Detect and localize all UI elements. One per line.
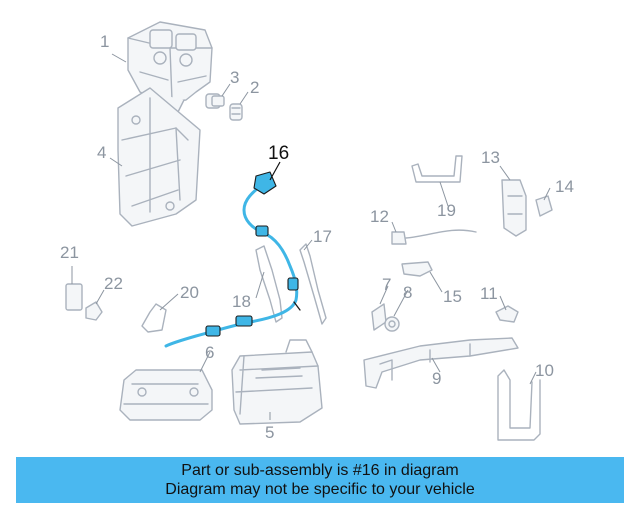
callout-7: 7 (382, 275, 391, 294)
part-17-shield (299, 243, 327, 325)
part-14-sensor (535, 195, 553, 217)
callout-10: 10 (535, 361, 554, 380)
callout-2: 2 (250, 78, 259, 97)
part-12-sensor (391, 229, 477, 245)
callout-16: 16 (268, 143, 289, 164)
part-10-u-bracket (497, 369, 541, 441)
part-5-control-module (231, 339, 323, 425)
part-9-rail (363, 337, 519, 389)
callout-15: 15 (443, 287, 462, 306)
callout-5: 5 (265, 423, 274, 442)
callout-9: 9 (432, 369, 441, 388)
info-banner: Part or sub-assembly is #16 in diagram D… (16, 457, 624, 503)
parts-diagram: 1 2 3 4 5 6 7 8 9 10 11 12 13 14 15 16 1… (60, 21, 574, 442)
part-22-clip (85, 301, 103, 321)
callout-22: 22 (104, 274, 123, 293)
part-16-sensor-cable (164, 171, 301, 348)
callout-13: 13 (481, 148, 500, 167)
callout-3: 3 (230, 68, 239, 87)
callout-4: 4 (97, 143, 106, 162)
part-18-bracket (255, 245, 283, 323)
callout-1: 1 (100, 32, 109, 51)
callout-11: 11 (480, 284, 498, 303)
part-13-bracket (501, 179, 527, 237)
callout-14: 14 (555, 177, 574, 196)
part-7-connector (371, 303, 387, 331)
part-2-fitting (229, 103, 243, 121)
banner-line-disclaimer: Diagram may not be specific to your vehi… (165, 481, 475, 498)
callout-18: 18 (232, 292, 251, 311)
callout-21: 21 (60, 243, 79, 262)
part-4-bracket (117, 87, 201, 227)
callout-leaders (71, 53, 551, 420)
part-21-plate (65, 283, 83, 311)
callout-labels: 1 2 3 4 5 6 7 8 9 10 11 12 13 14 15 16 1… (60, 32, 574, 442)
part-15-bracket (401, 261, 433, 277)
callout-12: 12 (370, 207, 389, 226)
part-19-bracket (411, 155, 463, 183)
callout-19: 19 (437, 201, 456, 220)
part-20-bracket (141, 303, 167, 333)
part-6-module-bracket (119, 369, 213, 421)
callout-8: 8 (403, 283, 412, 302)
callout-20: 20 (180, 283, 199, 302)
callout-17: 17 (313, 227, 332, 246)
banner-line-part: Part or sub-assembly is #16 in diagram (181, 462, 459, 479)
callout-6: 6 (205, 343, 214, 362)
part-11-clip (495, 305, 519, 323)
part-8-grommet (384, 316, 400, 332)
part-3-fitting (205, 93, 225, 109)
